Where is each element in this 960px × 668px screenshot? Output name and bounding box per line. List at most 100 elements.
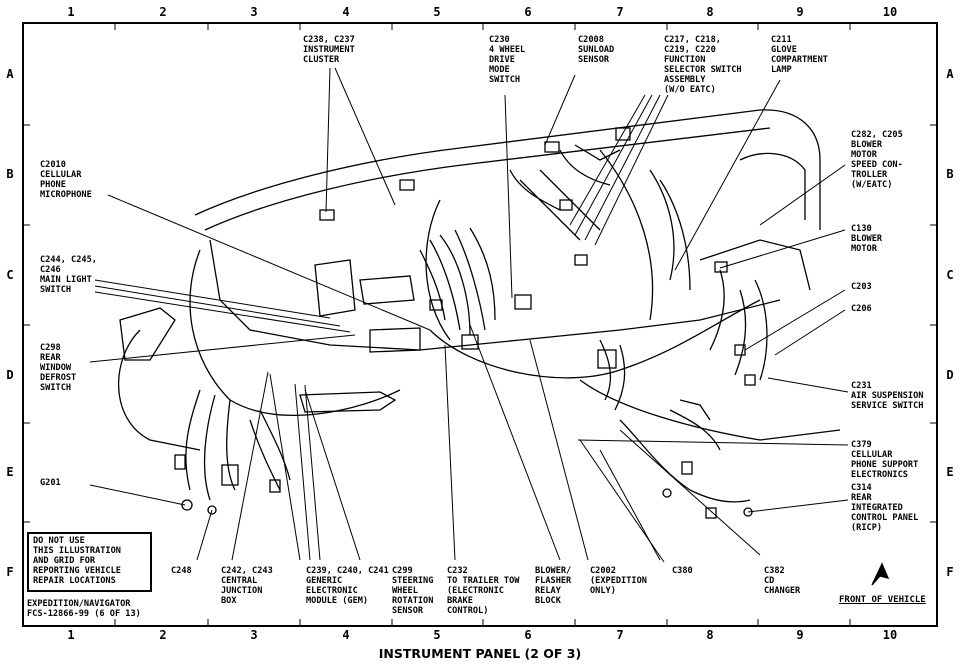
callout-line: (W/O EATC)	[664, 85, 716, 95]
callout-line: CONTROL PANEL	[851, 513, 919, 523]
callout-line: TROLLER	[851, 170, 888, 180]
grid-row-label: E	[6, 465, 14, 479]
callout-line: C382	[764, 566, 785, 576]
callout-line: ASSEMBLY	[664, 75, 706, 85]
grid-column-label: 2	[159, 5, 167, 19]
callout-line: BLOWER	[851, 140, 883, 150]
grid-column-label: 7	[616, 5, 624, 19]
callout-line: CONTROL)	[447, 606, 489, 616]
diagram-caption: INSTRUMENT PANEL (2 OF 3)	[378, 646, 582, 661]
notice-line: AND GRID FOR	[33, 556, 96, 566]
callout-line: C298	[40, 343, 61, 353]
grid-row-label: C	[6, 268, 14, 282]
grid-column-label: 5	[433, 5, 441, 19]
callout-line: MODE	[489, 65, 510, 75]
grid-row-label: E	[946, 465, 954, 479]
grid-column-label: 8	[706, 628, 714, 642]
callout-line: ROTATION	[392, 596, 434, 606]
callout-line: MOTOR	[851, 244, 877, 254]
callout-line: (EXPEDITION	[590, 576, 647, 586]
grid-column-label: 9	[796, 628, 804, 642]
model-label: EXPEDITION/NAVIGATOR	[27, 599, 131, 609]
callout-line: C206	[851, 304, 872, 314]
callout-line: (RICP)	[851, 523, 883, 533]
callout-line: C299	[392, 566, 413, 576]
callout-line: C231	[851, 381, 872, 391]
callout-line: (W/EATC)	[851, 180, 893, 190]
callout-line: CHANGER	[764, 586, 801, 596]
callout-line: G201	[40, 478, 61, 488]
callout-line: C380	[672, 566, 693, 576]
callout-line: C232	[447, 566, 468, 576]
callout-line: DRIVE	[489, 55, 515, 65]
notice-line: REPAIR LOCATIONS	[33, 576, 116, 586]
callout-line: C211	[771, 35, 792, 45]
callout-line: BOX	[221, 596, 237, 606]
callout-line: C217, C218,	[664, 35, 721, 45]
callout-line: MAIN LIGHT	[40, 275, 92, 285]
grid-row-label: A	[946, 67, 954, 81]
callout-line: C239, C240, C241	[306, 566, 389, 576]
callout-c380: C380	[672, 566, 693, 576]
callout-line: DEFROST	[40, 373, 77, 383]
grid-column-label: 1	[67, 5, 75, 19]
callout-line: SWITCH	[40, 285, 72, 295]
front-of-vehicle-label: FRONT OF VEHICLE	[839, 595, 926, 605]
grid-row-label: B	[6, 167, 14, 181]
callout-line: C242, C243	[221, 566, 273, 576]
callout-line: INSTRUMENT	[303, 45, 355, 55]
grid-row-label: B	[946, 167, 954, 181]
grid-column-label: 5	[433, 628, 441, 642]
callout-line: RELAY	[535, 586, 561, 596]
grid-row-label: C	[946, 268, 954, 282]
callout-line: REAR	[40, 353, 61, 363]
callout-line: C2002	[590, 566, 616, 576]
callout-line: SENSOR	[392, 606, 424, 616]
callout-line: GENERIC	[306, 576, 343, 586]
callout-line: BLOCK	[535, 596, 561, 606]
callout-line: C2008	[578, 35, 604, 45]
callout-c206: C206	[851, 304, 872, 314]
callout-line: SUNLOAD	[578, 45, 615, 55]
callout-line: SERVICE SWITCH	[851, 401, 924, 411]
callout-line: BRAKE	[447, 596, 473, 606]
callout-line: MOTOR	[851, 150, 877, 160]
callout-line: C244, C245,	[40, 255, 97, 265]
callout-line: REAR	[851, 493, 872, 503]
callout-line: C219, C220	[664, 45, 716, 55]
grid-column-label: 6	[524, 5, 532, 19]
callout-line: AIR SUSPENSION	[851, 391, 924, 401]
grid-column-label: 9	[796, 5, 804, 19]
callout-line: SENSOR	[578, 55, 610, 65]
grid-row-label: D	[946, 368, 954, 382]
callout-line: CLUSTER	[303, 55, 340, 65]
grid-column-label: 2	[159, 628, 167, 642]
grid-column-label: 10	[882, 5, 898, 19]
callout-line: FUNCTION	[664, 55, 706, 65]
callout-g201: G201	[40, 478, 61, 488]
callout-line: GLOVE	[771, 45, 797, 55]
callout-line: BLOWER	[851, 234, 883, 244]
callout-line: CD	[764, 576, 775, 586]
grid-row-label: A	[6, 67, 14, 81]
callout-line: WHEEL	[392, 586, 418, 596]
callout-line: INTEGRATED	[851, 503, 903, 513]
callout-c248: C248	[171, 566, 192, 576]
callout-line: SPEED CON-	[851, 160, 903, 170]
callout-line: CELLULAR	[851, 450, 893, 460]
grid-column-label: 3	[250, 628, 258, 642]
